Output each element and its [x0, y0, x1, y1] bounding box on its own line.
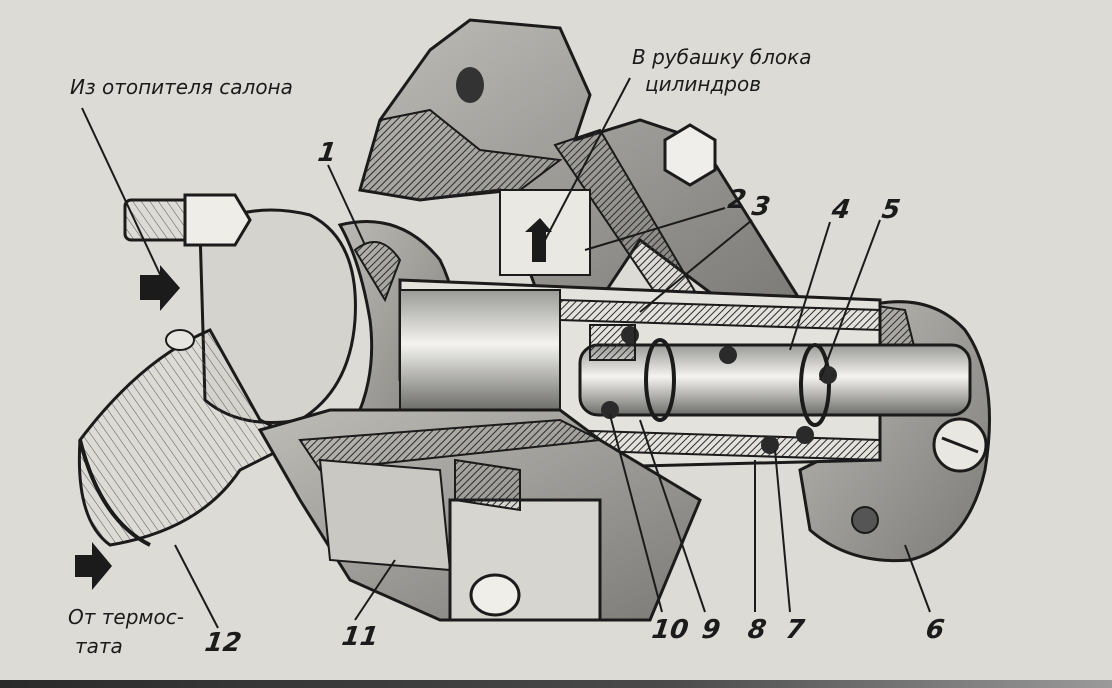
flow-arrow-thermostat-icon [75, 542, 112, 590]
part-number-11: 11 [339, 622, 381, 652]
lower-body [257, 408, 702, 622]
bearing-housing [398, 278, 972, 472]
caption-thermostat-line2: тата [75, 634, 123, 658]
caption-jacket-line2: цилиндров [645, 72, 762, 96]
part-number-12: 12 [202, 628, 244, 658]
scan-edge-strip [0, 680, 1112, 688]
inlet-pipe [77, 328, 304, 547]
part-leaders [174, 164, 931, 629]
caption-heater-inlet: Из отопителя салона [70, 75, 293, 99]
caption-leaders [81, 77, 631, 286]
part-number-10: 10 [649, 615, 691, 645]
flow-arrow-heater-icon [140, 265, 180, 311]
caption-jacket-line1: В рубашку блока [632, 45, 812, 69]
flow-arrow-jacket-icon [525, 218, 552, 262]
caption-thermostat-line1: От термос- [68, 605, 184, 629]
